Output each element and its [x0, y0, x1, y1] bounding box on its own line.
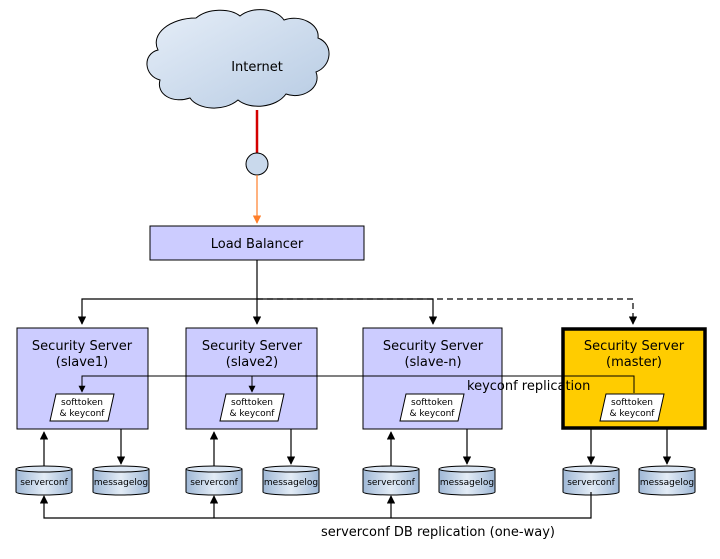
server-role: (master) — [606, 355, 662, 370]
db-arrows — [39, 429, 672, 466]
serverconf-db-label: serverconf — [367, 478, 415, 488]
store-line-2: & keyconf — [230, 409, 276, 419]
messagelog-db: messagelog — [92, 465, 150, 496]
serverconf-db-label: serverconf — [190, 478, 238, 488]
messagelog-db: messagelog — [262, 465, 320, 496]
serverconf-replication-label: serverconf DB replication (one-way) — [321, 525, 555, 540]
server-title: Security Server — [584, 339, 685, 354]
server-role: (slave2) — [226, 355, 278, 370]
store-line-1: softtoken — [61, 398, 103, 408]
serverconf-replication-line — [39, 492, 592, 519]
serverconf-db: serverconf — [362, 465, 420, 496]
keyconf-replication-line — [78, 375, 635, 393]
messagelog-db: messagelog — [638, 465, 696, 496]
keyconf-replication-label: keyconf replication — [467, 379, 590, 394]
server-title: Security Server — [32, 339, 133, 354]
messagelog-db-label: messagelog — [640, 478, 694, 488]
server-title: Security Server — [202, 339, 303, 354]
store-line-1: softtoken — [611, 398, 653, 408]
keyconf-store-master: softtoken & keyconf — [599, 393, 665, 422]
serverconf-db: serverconf — [185, 465, 243, 496]
internet-label: Internet — [231, 60, 283, 75]
server-role: (slave1) — [56, 355, 108, 370]
keyconf-store-slave-n: softtoken & keyconf — [399, 393, 465, 422]
load-balancer: Load Balancer — [149, 225, 365, 261]
server-title: Security Server — [383, 339, 484, 354]
keyconf-store-slave1: softtoken & keyconf — [49, 393, 115, 422]
serverconf-db-label: serverconf — [567, 478, 615, 488]
store-line-1: softtoken — [231, 398, 273, 408]
connection-node — [245, 152, 269, 176]
messagelog-db-label: messagelog — [94, 478, 148, 488]
store-line-2: & keyconf — [610, 409, 656, 419]
server-role: (slave-n) — [404, 355, 461, 370]
serverconf-db: serverconf — [562, 465, 620, 496]
messagelog-db-label: messagelog — [440, 478, 494, 488]
serverconf-db-label: serverconf — [20, 478, 68, 488]
internet-cloud: Internet — [146, 9, 330, 109]
messagelog-db: messagelog — [438, 465, 496, 496]
store-line-2: & keyconf — [60, 409, 106, 419]
lb-distribution — [77, 260, 638, 325]
serverconf-db: serverconf — [15, 465, 73, 496]
keyconf-store-slave2: softtoken & keyconf — [219, 393, 285, 422]
messagelog-db-label: messagelog — [264, 478, 318, 488]
load-balancer-label: Load Balancer — [211, 237, 304, 252]
store-line-2: & keyconf — [410, 409, 456, 419]
store-line-1: softtoken — [411, 398, 453, 408]
